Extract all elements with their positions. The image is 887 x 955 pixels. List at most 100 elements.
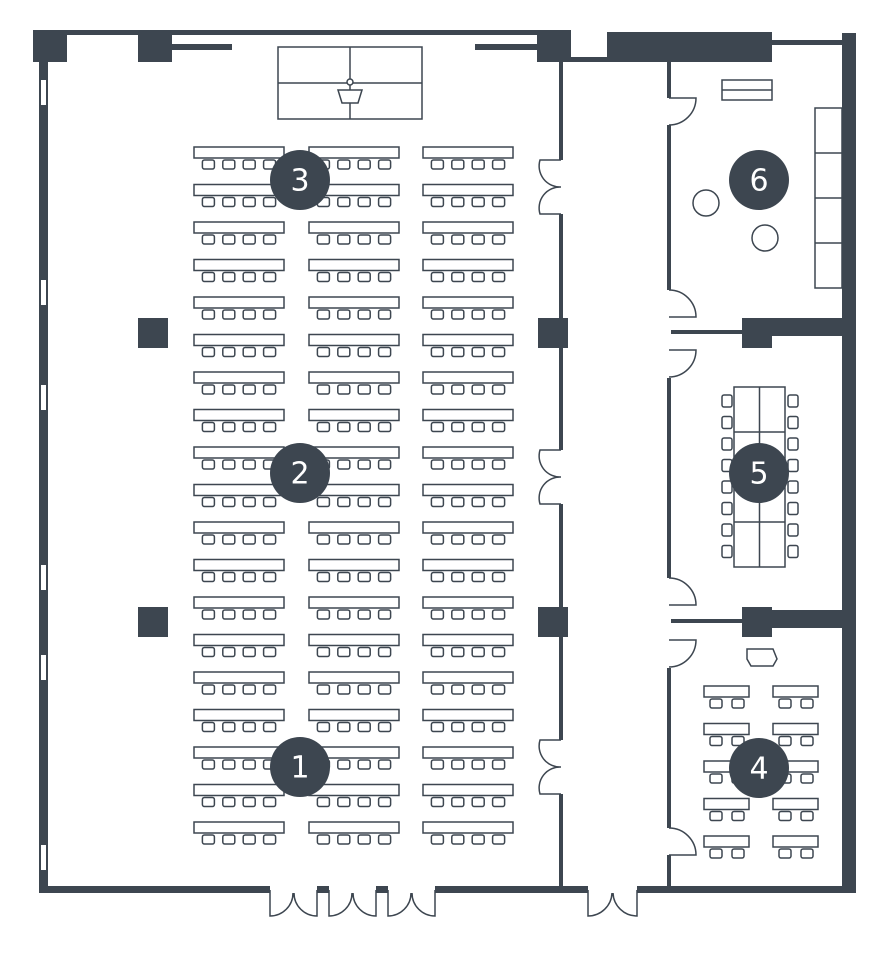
desk-unit xyxy=(422,296,514,320)
chair xyxy=(201,721,216,733)
desk xyxy=(422,146,514,159)
desk-unit xyxy=(422,146,514,170)
chair xyxy=(721,415,733,430)
chair xyxy=(430,271,445,283)
chair xyxy=(471,421,485,433)
desk xyxy=(193,746,285,759)
desk-unit xyxy=(703,835,750,859)
window-left-6 xyxy=(41,845,46,870)
desk-unit xyxy=(193,408,285,433)
desk xyxy=(308,333,400,347)
chair xyxy=(262,834,277,845)
chair xyxy=(201,309,216,320)
chair xyxy=(316,421,331,433)
divider-6-5-block xyxy=(742,318,772,348)
chair xyxy=(337,384,351,395)
chair xyxy=(471,609,485,620)
chair xyxy=(337,421,351,433)
window-ledge-left xyxy=(172,44,232,50)
chair xyxy=(316,534,331,545)
desk-unit xyxy=(308,521,400,545)
chair xyxy=(337,609,351,620)
chair xyxy=(430,684,445,695)
chair xyxy=(471,196,485,208)
chair xyxy=(337,459,351,470)
desk-unit xyxy=(772,722,819,747)
desk xyxy=(422,746,514,759)
desk xyxy=(193,408,285,422)
badge-5-circle xyxy=(729,443,789,503)
chair xyxy=(316,609,331,620)
desk-unit xyxy=(193,146,285,170)
chair xyxy=(430,459,445,470)
desk xyxy=(772,685,819,698)
chair xyxy=(337,496,351,508)
pillar-west-1 xyxy=(138,318,168,348)
chair xyxy=(357,646,371,658)
window-left-4 xyxy=(41,565,46,590)
desk-unit xyxy=(422,746,514,770)
chair xyxy=(357,309,371,320)
chair xyxy=(357,534,371,545)
wall-bottom-1 xyxy=(39,886,270,893)
chair xyxy=(430,796,445,808)
corridor-east-wall-d xyxy=(667,668,671,828)
desk xyxy=(308,821,400,834)
chair xyxy=(377,346,392,358)
chair xyxy=(709,810,723,822)
window-left-2 xyxy=(41,280,46,305)
main-hall-desks xyxy=(193,146,514,845)
desk-unit xyxy=(308,708,400,733)
pillar-west-2 xyxy=(138,607,168,637)
desk-unit xyxy=(193,633,285,658)
chair xyxy=(491,834,506,845)
desk xyxy=(422,371,514,384)
chair xyxy=(491,759,506,770)
desk xyxy=(422,446,514,459)
desk xyxy=(703,835,750,848)
chair xyxy=(262,571,277,583)
chair xyxy=(357,159,371,170)
door-hall-east-1 xyxy=(538,159,562,215)
chair xyxy=(242,421,256,433)
chair xyxy=(451,309,465,320)
desk-unit xyxy=(422,446,514,470)
desk xyxy=(193,708,285,722)
chair xyxy=(787,544,799,559)
chair xyxy=(222,796,236,808)
desk xyxy=(422,296,514,309)
chair xyxy=(222,196,236,208)
chair xyxy=(451,721,465,733)
desk xyxy=(193,821,285,834)
chair xyxy=(800,773,814,784)
chair xyxy=(377,196,392,208)
chair xyxy=(471,234,485,245)
desk-unit xyxy=(308,596,400,620)
desk-unit xyxy=(308,221,400,245)
chair xyxy=(201,609,216,620)
desk xyxy=(193,483,285,497)
chair xyxy=(451,421,465,433)
chair xyxy=(731,810,745,822)
door-bottom-corridor xyxy=(587,890,638,917)
chair xyxy=(337,346,351,358)
desk-unit xyxy=(422,183,514,208)
chair xyxy=(430,309,445,320)
chair xyxy=(430,609,445,620)
wall-bottom-4 xyxy=(435,886,588,893)
chair xyxy=(787,415,799,430)
chair xyxy=(357,234,371,245)
instructor-desk xyxy=(746,648,778,667)
badge-1: 1 xyxy=(270,737,330,797)
chair xyxy=(337,196,351,208)
chair xyxy=(337,271,351,283)
desk-unit xyxy=(193,708,285,733)
corridor-east-wall-a xyxy=(667,62,671,98)
desk-unit xyxy=(422,333,514,358)
desk-unit xyxy=(193,296,285,320)
chair xyxy=(491,684,506,695)
chair xyxy=(778,698,792,709)
chair xyxy=(471,571,485,583)
chair xyxy=(201,271,216,283)
chair xyxy=(377,609,392,620)
